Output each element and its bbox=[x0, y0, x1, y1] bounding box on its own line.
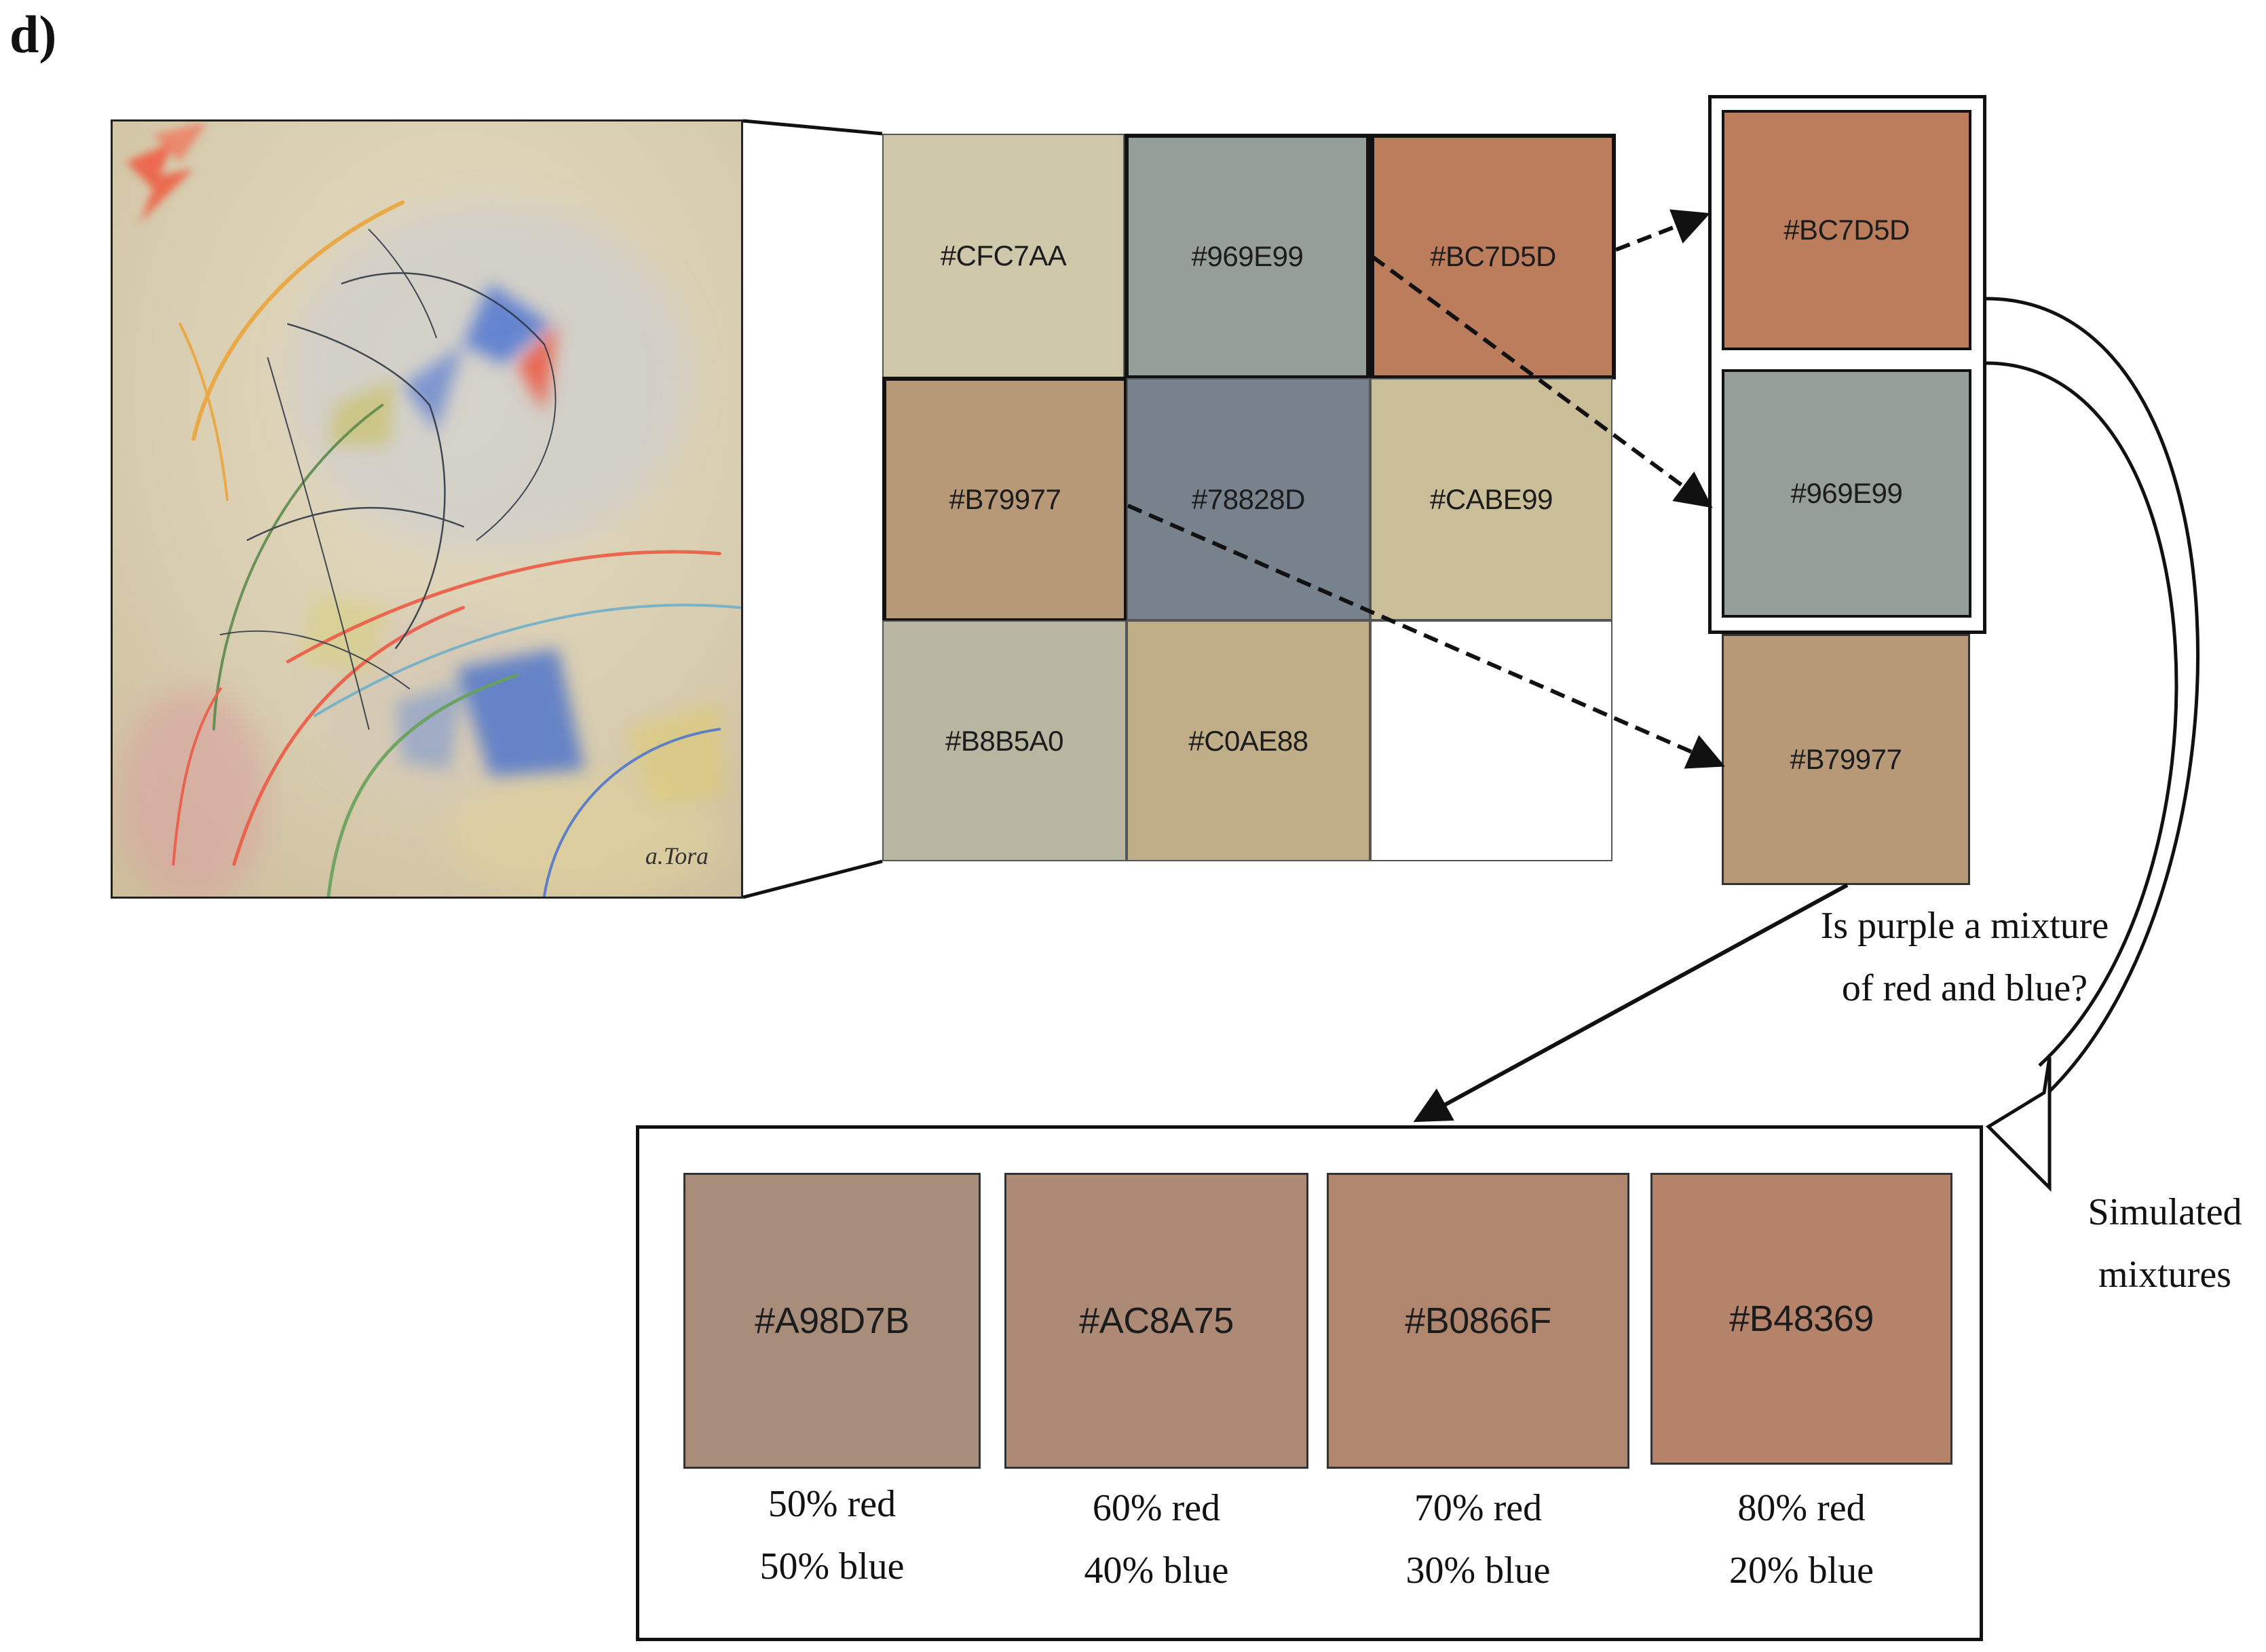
swatch-label: #B79977 bbox=[1790, 743, 1902, 775]
palette-swatch: #CABE99 bbox=[1370, 378, 1612, 620]
painting-image: a.Tora bbox=[111, 119, 743, 899]
mixture-caption: 80% red 20% blue bbox=[1650, 1477, 1952, 1602]
painting-artwork: a.Tora bbox=[113, 121, 741, 897]
mixture-swatch: #AC8A75 bbox=[1004, 1173, 1308, 1469]
question-line-1: Is purple a mixture bbox=[1820, 905, 2109, 947]
mixture-blue-percent: 40% blue bbox=[1084, 1550, 1229, 1592]
selected-swatch-purple: #B79977 bbox=[1722, 634, 1970, 885]
mixture-red-percent: 50% red bbox=[768, 1483, 896, 1525]
panel-label: d) bbox=[10, 5, 57, 64]
mixture-blue-percent: 50% blue bbox=[759, 1545, 905, 1588]
palette-swatch: #B8B5A0 bbox=[882, 620, 1127, 861]
simulated-line-2: mixtures bbox=[2098, 1254, 2231, 1296]
painting-signature: a.Tora bbox=[645, 842, 709, 869]
mixture-swatch: #A98D7B bbox=[683, 1173, 981, 1469]
palette-swatch: #78828D bbox=[1127, 378, 1370, 620]
swatch-label: #78828D bbox=[1192, 483, 1305, 515]
mixture-red-percent: 80% red bbox=[1737, 1487, 1866, 1529]
palette-swatch: #BC7D5D bbox=[1370, 134, 1616, 379]
mixture-caption: 70% red 30% blue bbox=[1327, 1477, 1629, 1602]
palette-swatch: #C0AE88 bbox=[1127, 620, 1370, 861]
swatch-label: #B8B5A0 bbox=[945, 724, 1063, 757]
simulated-mixtures-label: Simulated mixtures bbox=[2063, 1181, 2266, 1306]
swatch-label: #B79977 bbox=[949, 483, 1061, 515]
selected-pair-frame bbox=[1708, 95, 1986, 634]
zoom-line-top bbox=[742, 119, 883, 136]
swatch-label: #969E99 bbox=[1191, 240, 1304, 272]
mixture-blue-percent: 20% blue bbox=[1729, 1550, 1874, 1592]
swatch-label: #CABE99 bbox=[1430, 483, 1553, 515]
swatch-label: #BC7D5D bbox=[1783, 214, 1910, 246]
palette-swatch: #969E99 bbox=[1125, 134, 1370, 379]
swatch-label: #C0AE88 bbox=[1188, 724, 1308, 757]
palette-swatch: #CFC7AA bbox=[882, 134, 1125, 378]
mixture-blue-percent: 30% blue bbox=[1405, 1550, 1551, 1592]
swatch-label: #BC7D5D bbox=[1430, 240, 1556, 272]
question-line-2: of red and blue? bbox=[1841, 967, 2088, 1009]
mixture-caption: 50% red 50% blue bbox=[683, 1473, 981, 1598]
mixture-swatch: #B0866F bbox=[1327, 1173, 1629, 1469]
question-text: Is purple a mixture of red and blue? bbox=[1778, 895, 2151, 1019]
swatch-label: #CFC7AA bbox=[940, 240, 1067, 271]
swatch-label: #969E99 bbox=[1790, 477, 1903, 509]
mixture-red-percent: 60% red bbox=[1092, 1487, 1221, 1529]
mixtures-box bbox=[636, 1125, 1983, 1641]
swatch-label: #B48369 bbox=[1729, 1298, 1874, 1339]
swatch-label: #B0866F bbox=[1405, 1300, 1551, 1341]
selected-swatch-red: #BC7D5D bbox=[1722, 110, 1971, 350]
palette-swatch-empty bbox=[1370, 620, 1612, 861]
swatch-label: #AC8A75 bbox=[1079, 1300, 1234, 1341]
simulated-line-1: Simulated bbox=[2088, 1191, 2242, 1233]
swatch-label: #A98D7B bbox=[755, 1300, 909, 1341]
palette-swatch: #B79977 bbox=[882, 377, 1128, 622]
hollow-arrow-head bbox=[1985, 1057, 2052, 1193]
selected-swatch-blue: #969E99 bbox=[1722, 369, 1971, 618]
mixture-swatch: #B48369 bbox=[1650, 1173, 1952, 1465]
dashed-arrow-red bbox=[1614, 209, 1711, 252]
mixture-red-percent: 70% red bbox=[1414, 1487, 1543, 1529]
mixture-caption: 60% red 40% blue bbox=[1004, 1477, 1308, 1602]
zoom-line-bottom bbox=[742, 859, 883, 899]
